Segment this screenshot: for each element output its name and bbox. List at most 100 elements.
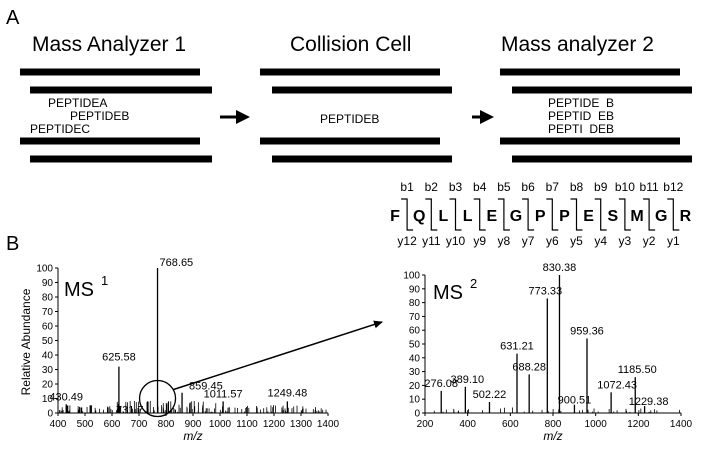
residue-g: G [655,208,667,225]
residue-e: E [583,208,594,225]
x-tick-label: 600 [104,419,121,430]
panel-a-letter: A [6,7,20,29]
b-ion-label: b1 [400,180,414,194]
y-tick-label: 0 [414,409,420,420]
peak-label: 1229.38 [629,396,669,408]
peak-label: 830.38 [543,262,577,274]
residue-m: M [630,208,643,225]
x-tick-label: 900 [185,419,202,430]
residue-g: G [510,208,522,225]
fragment-label: PEPTI DEB [548,122,614,136]
mass-analyzer-1-rods [20,68,212,163]
y-tick-label: 30 [409,367,421,378]
ms1-y-axis-title: Relative Abundance [19,288,33,395]
y-tick-label: 20 [409,381,421,392]
y-ion-label: y5 [570,234,583,248]
flow-arrow-1 [220,110,250,124]
y-tick-label: 20 [42,380,54,391]
x-tick-label: 700 [131,419,148,430]
x-tick-label: 800 [158,419,175,430]
b-ion-label: b11 [640,180,659,194]
y-tick-label: 60 [42,322,54,333]
y-ion-label: y4 [594,234,607,248]
y-ion-label: y2 [643,234,656,248]
y-ion-label: y10 [446,234,466,248]
y-tick-label: 40 [409,353,421,364]
precursor-selection-circle [138,379,177,418]
ms1-title: MS 1 [64,273,108,301]
peak-label: 1072.43 [597,379,637,391]
residue-l: L [439,208,449,225]
residue-s: S [607,208,618,225]
cleavage-bracket [618,198,631,231]
x-tick-label: 1400 [317,419,340,430]
peptide-label: PEPTIDEB [320,112,379,126]
svg-text:2: 2 [470,276,477,291]
flow-arrow-2 [472,110,494,124]
x-tick-label: 1200 [263,419,286,430]
x-axis-title: m/z [183,429,202,443]
y-tick-label: 90 [409,284,421,295]
cleavage-bracket [473,198,486,231]
peptide-label: PEPTIDEA [48,96,107,110]
svg-text:MS: MS [64,279,94,301]
residue-f: F [390,208,400,225]
peak-label: 859.45 [189,381,223,393]
y-tick-label: 40 [42,351,54,362]
fragment-label: PEPTIDE B [548,96,614,110]
peak-label: 688.28 [512,361,546,373]
b-ion-label: b10 [615,180,635,194]
b-ion-label: b9 [594,180,608,194]
x-tick-label: 1000 [585,419,608,430]
peak-label: 276.08 [424,378,458,390]
residue-r: R [680,208,692,225]
mass-analyzer-2-rods [500,68,692,163]
y-tick-label: 80 [42,293,54,304]
cleavage-bracket [449,198,462,231]
y-ion-label: y8 [498,234,511,248]
y-tick-label: 100 [403,271,420,282]
x-tick-label: 800 [545,419,562,430]
residue-q: Q [413,208,425,225]
b-ion-label: b3 [449,180,463,194]
x-tick-label: 1200 [627,419,650,430]
x-tick-label: 400 [50,419,67,430]
svg-text:1: 1 [101,273,108,288]
peak-label: 768.65 [160,257,194,269]
y-ion-label: y12 [397,234,417,248]
y-ion-label: y1 [667,234,680,248]
peak-label: 1249.48 [267,387,307,399]
b-ion-label: b12 [663,180,683,194]
x-tick-label: 1400 [670,419,693,430]
y-tick-label: 70 [42,307,54,318]
b-ion-label: b5 [497,180,511,194]
y-tick-label: 60 [409,326,421,337]
y-ion-label: y7 [522,234,535,248]
x-tick-label: 500 [77,419,94,430]
svg-text:MS: MS [433,282,463,304]
x-tick-label: 400 [459,419,476,430]
cleavage-bracket [570,198,583,231]
y-ion-label: y6 [546,234,559,248]
ms2-title: MS 2 [433,276,477,304]
cleavage-bracket [425,198,438,231]
y-tick-label: 10 [409,395,421,406]
cleavage-bracket [546,198,559,231]
residue-p: P [535,208,546,225]
peptide-label: PEPTIDEC [30,122,90,136]
stage-title-mass-analyzer-1: Mass Analyzer 1 [32,33,186,56]
peak-label: 631.21 [500,341,534,353]
cleavage-bracket [594,198,607,231]
residue-e: E [486,208,497,225]
x-tick-label: 1300 [290,419,313,430]
cleavage-bracket [522,198,535,231]
y-tick-label: 100 [36,264,53,275]
b-ion-label: b6 [521,180,535,194]
cleavage-bracket [667,198,680,231]
peak-label: 959.36 [570,325,604,337]
peak-label: 1011.57 [204,388,243,400]
b-ion-label: b4 [473,180,487,194]
y-tick-label: 0 [47,409,53,420]
